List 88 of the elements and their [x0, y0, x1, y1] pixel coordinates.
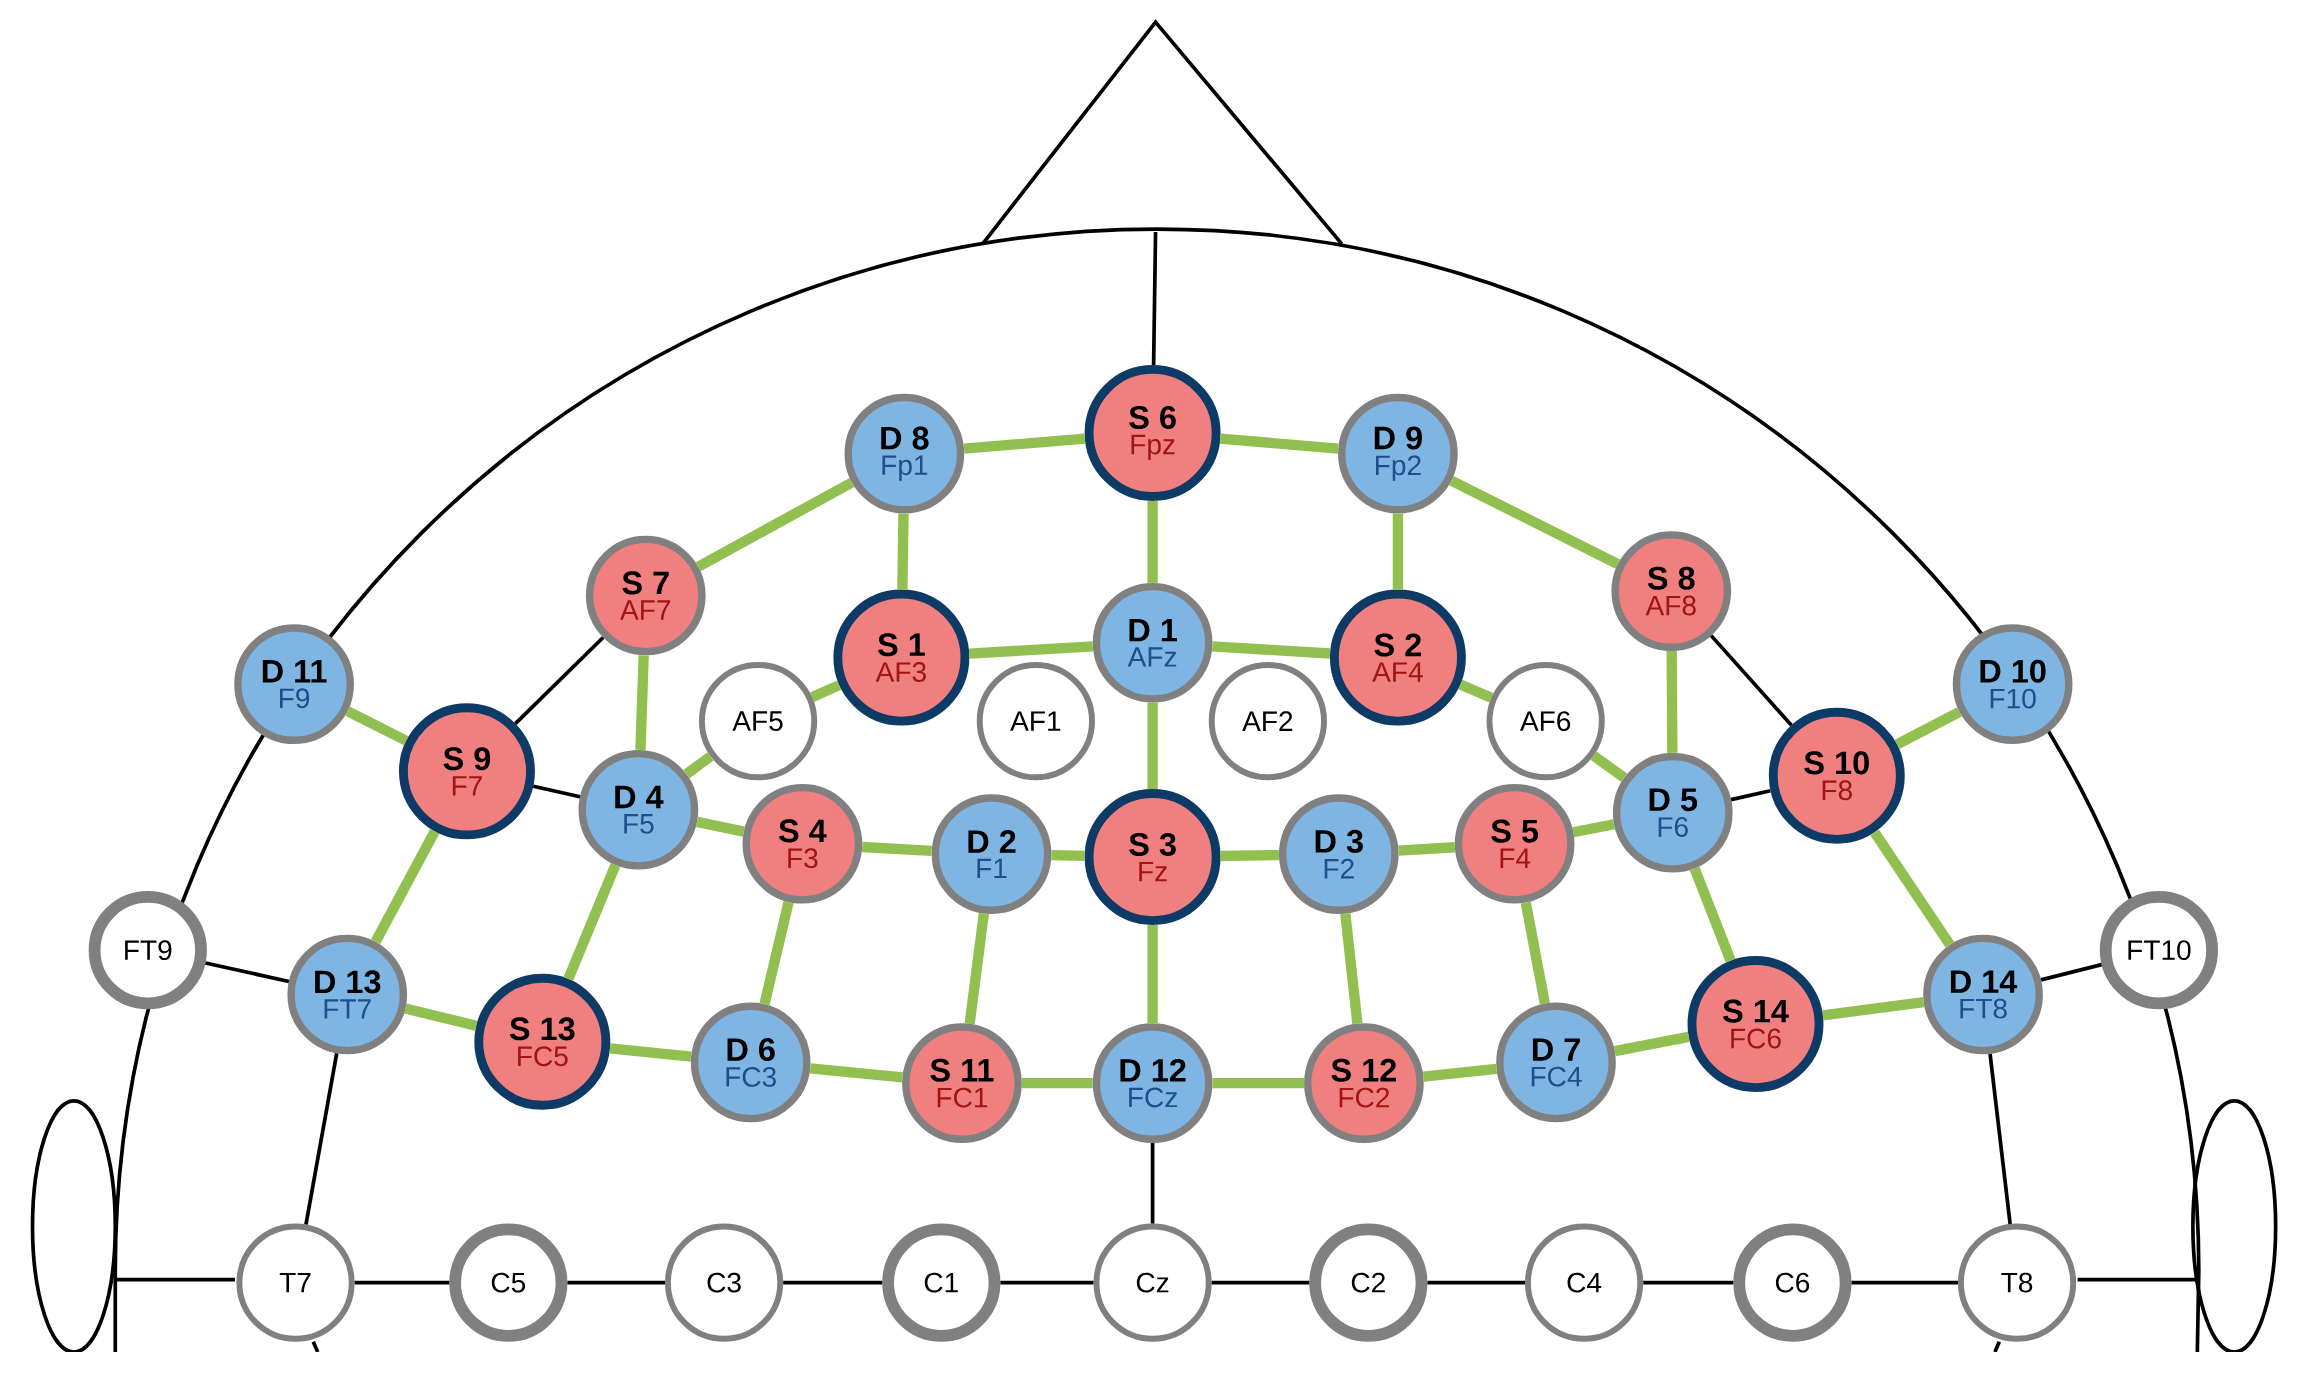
source-optode: S 3 Fz — [1084, 789, 1221, 926]
connector-line — [1147, 501, 1158, 584]
detector-optode: D 11 F9 — [234, 624, 354, 745]
connector-line — [1219, 433, 1339, 454]
connector-line — [1572, 819, 1615, 838]
source-optode: S 13 FC5 — [474, 973, 611, 1110]
connector-line — [897, 513, 909, 590]
detector-optode: D 8 Fp1 — [844, 393, 965, 514]
connector-line — [809, 1063, 903, 1083]
source-optode: S 11 FC1 — [902, 1023, 1022, 1144]
head-line — [304, 1053, 339, 1225]
connector-line — [1458, 679, 1494, 703]
head-line — [1709, 634, 1793, 727]
head-line — [514, 636, 605, 726]
head-line — [1150, 1143, 1155, 1224]
source-optode: S 6 Fpz — [1084, 365, 1221, 502]
detector-optode: D 1 AFz — [1092, 583, 1213, 703]
connector-line — [635, 655, 649, 751]
detector-optode: D 7 FC4 — [1496, 1002, 1616, 1123]
connector-line — [1613, 1031, 1690, 1057]
connector-line — [963, 433, 1086, 454]
detector-optode: D 14 FT8 — [1923, 934, 2043, 1055]
source-optode: S 5 F4 — [1454, 784, 1575, 904]
head-line — [205, 961, 290, 984]
connector-line — [1870, 829, 1955, 948]
detector-optode: D 13 FT7 — [287, 934, 408, 1055]
connector-line — [1666, 651, 1678, 754]
connector-line — [1590, 751, 1628, 783]
connector-line — [1051, 850, 1085, 862]
connector-line — [1398, 842, 1456, 856]
connector-line — [1449, 476, 1621, 569]
source-optode: S 10 F8 — [1768, 707, 1905, 844]
connector-line — [1822, 997, 1925, 1021]
head-line — [1151, 232, 1158, 366]
detector-optode: D 4 F5 — [578, 750, 699, 870]
detector-optode: D 9 Fp2 — [1338, 393, 1458, 514]
connector-line — [1147, 702, 1158, 790]
source-optode: S 12 FC2 — [1304, 1023, 1424, 1144]
connector-line — [1212, 641, 1331, 659]
connector-line — [1520, 901, 1550, 1005]
head-line — [1988, 1053, 2012, 1225]
head-line — [354, 1280, 450, 1285]
connector-line — [695, 478, 855, 572]
source-optode: S 9 F7 — [399, 703, 535, 840]
detector-optode: D 3 F2 — [1278, 794, 1399, 915]
connector-line — [968, 641, 1094, 659]
source-optode: S 8 AF8 — [1611, 531, 1732, 652]
connector-line — [695, 817, 745, 837]
connector-line — [563, 863, 621, 982]
detector-optode: D 10 F10 — [1952, 624, 2073, 745]
connector-line — [1021, 1078, 1093, 1089]
head-line — [783, 1280, 883, 1285]
head-line — [1427, 1280, 1525, 1285]
head-line — [1000, 1280, 1094, 1285]
connector-line — [1894, 707, 1962, 750]
head-line — [532, 784, 581, 799]
detector-optode: D 2 F1 — [931, 794, 1052, 915]
connector-line — [1422, 1063, 1498, 1082]
connector-line — [1212, 1078, 1305, 1089]
source-optode: S 2 AF4 — [1329, 589, 1466, 726]
head-line — [1851, 1280, 1958, 1285]
detector-optode: D 6 FC3 — [690, 1002, 811, 1123]
head-line — [1730, 789, 1771, 802]
connector-line — [1220, 850, 1280, 862]
connector-line — [810, 680, 842, 702]
connector-line — [1340, 913, 1363, 1025]
source-optode: S 14 FC6 — [1687, 956, 1824, 1093]
source-optode: S 1 AF3 — [833, 589, 970, 726]
detector-optode: D 5 F6 — [1612, 753, 1733, 873]
connector-line — [1392, 513, 1404, 590]
head-line — [2040, 962, 2103, 982]
head-line — [567, 1280, 665, 1285]
node-label: FT10 — [2128, 940, 2191, 961]
head-line — [1211, 1280, 1310, 1285]
connector-line — [1147, 925, 1158, 1024]
connector-line — [759, 900, 794, 1006]
connector-line — [404, 1003, 478, 1031]
connector-line — [861, 842, 933, 857]
connector-line — [609, 1043, 692, 1062]
detector-optode: D 12 FCz — [1092, 1023, 1213, 1144]
source-optode: S 7 AF7 — [585, 535, 706, 656]
connector-line — [345, 706, 409, 746]
connector-line — [683, 752, 714, 779]
connector-line — [964, 912, 989, 1025]
connector-line — [1689, 866, 1736, 963]
source-optode: S 4 F3 — [742, 784, 863, 904]
head-line — [1643, 1280, 1734, 1285]
connector-line — [371, 828, 440, 945]
